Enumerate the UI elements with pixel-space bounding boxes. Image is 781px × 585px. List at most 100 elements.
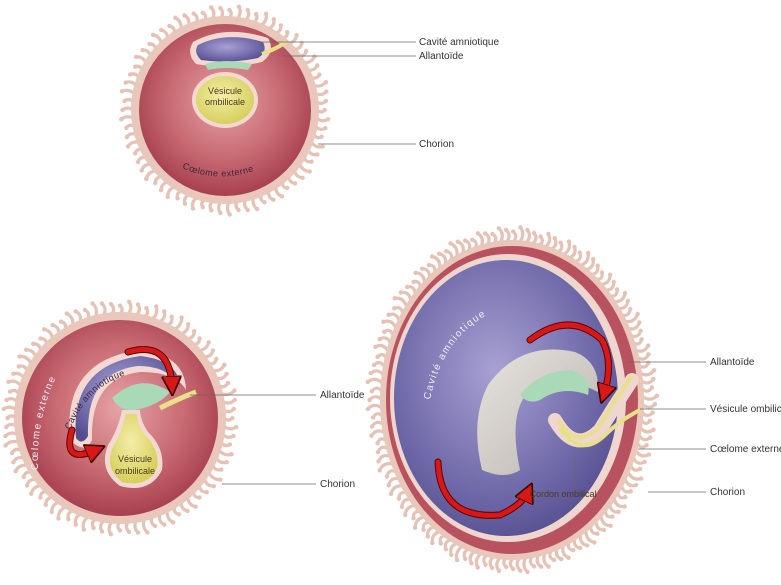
villus-tip [4,397,9,403]
villus-tip [367,397,372,403]
villus-tip [271,197,276,202]
villus-tip [309,159,314,164]
villus-tip [504,564,509,570]
villus-tip [145,530,150,535]
villus-tip [518,225,523,230]
villus-tip [99,301,105,306]
villus-tip [412,525,418,530]
villus-tip [381,319,386,324]
villus-tip [11,460,16,465]
villus-tip [525,569,530,575]
villus-tip [6,379,11,384]
stage3-yolk-label: Vésicule ombilicale [710,404,781,415]
villus-tip [369,389,374,394]
villus-tip [376,459,381,464]
villus-tip [225,380,231,386]
villus-tip [176,512,182,517]
villus-tip [454,557,460,563]
villus-tip [644,443,649,448]
villus-tip [637,466,643,472]
stage3-chorion-label: Chorion [710,487,745,498]
villus-tip [386,312,391,317]
stage2-embryo [112,383,170,411]
stage2-amnion-cavity [75,356,180,442]
villus-tip [218,6,223,11]
villus-tip [197,336,202,341]
villus-tip [204,490,209,495]
villus-tip [420,266,425,271]
villus-tip [303,48,309,54]
villus-tip [525,227,530,233]
villus-tip [546,564,551,569]
villus-tip [152,523,158,529]
villus-tip [511,229,516,234]
villus-tip [625,298,631,304]
villus-tip [449,552,454,557]
stage2-coelome [22,320,218,516]
villus-tip [369,424,375,429]
villus-tip [538,234,543,239]
villus-tip [323,80,329,85]
villus-tip [637,320,642,325]
villus-tip [124,134,129,140]
villus-tip [592,540,597,545]
villus-tip [219,467,224,472]
villus-tip [405,284,410,290]
villus-tip [206,340,211,345]
villus-tip [438,541,443,546]
villus-tip [371,362,377,368]
villus-tip [646,360,651,366]
villus-tip [66,517,71,522]
villus-tip [396,496,402,501]
villus-tip [173,15,178,20]
villus-tip [399,504,405,509]
villus-tip [285,185,290,191]
villus-tip [642,459,647,465]
villus-tip [73,309,79,314]
villus-tip [403,512,408,518]
stage2-yolk-label-line1: Vésicule [118,454,152,464]
villus-tip [135,530,141,535]
villus-tip [558,240,563,245]
villus-tip [56,516,61,521]
villus-tip [421,527,426,532]
villus-tip [245,207,250,213]
villus-tip [443,547,449,552]
villus-tip [546,231,551,237]
stage2-yolk-sac [110,414,158,484]
villus-tip [236,207,241,213]
villus-tip [227,212,232,217]
villus-tip [639,337,644,342]
villus-tip [315,63,320,68]
villus-tip [125,144,131,149]
villus-tip [214,356,219,362]
villus-tip [652,402,658,407]
villus-tip [377,337,382,342]
villus-tip [614,287,620,292]
villus-tip [610,514,615,519]
villus-tip [140,47,145,53]
villus-tip [126,299,132,304]
villus-tip [654,393,660,398]
villus-tip [475,231,481,236]
villus-tip [386,483,391,488]
villus-tip [124,125,129,131]
villus-tip [232,397,237,403]
stage2-embryo-illustration [1,299,239,537]
stage1-embryo-disc [205,61,252,70]
chorionic-villus [366,403,384,411]
villus-tip [595,263,600,268]
villus-tip [147,41,152,47]
villus-tip [227,442,233,447]
villus-tip [483,231,488,236]
villus-tip [122,98,127,104]
villus-tip [384,474,390,479]
villus-tip [117,303,123,308]
villus-tip [117,528,123,533]
villus-tip [135,302,141,307]
villus-tip [411,516,416,521]
stage1-allantois [261,40,288,56]
villus-tip [24,347,29,352]
villus-tip [496,226,502,231]
